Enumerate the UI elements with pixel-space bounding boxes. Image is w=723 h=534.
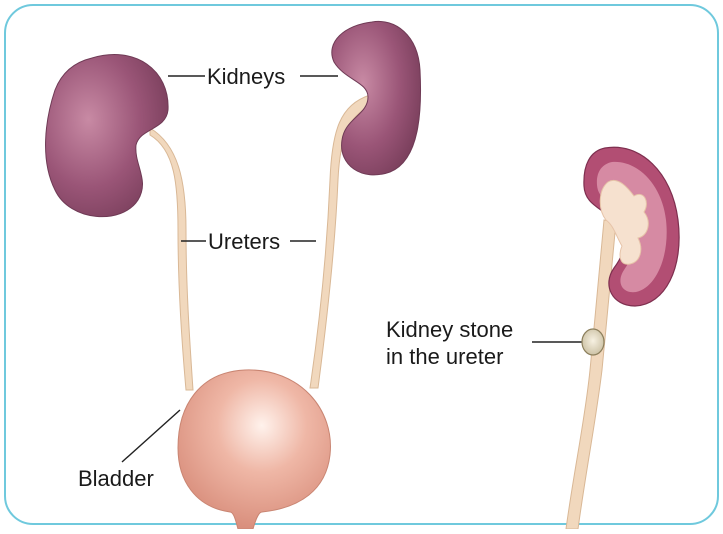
kidney-stone-label-line1: Kidney stone <box>386 316 513 343</box>
ureters-label: Ureters <box>208 229 280 255</box>
kidney-stone <box>582 329 604 355</box>
kidney-stone-label-line2: in the ureter <box>386 343 513 370</box>
bladder-label: Bladder <box>78 466 154 492</box>
kidney-stone-label: Kidney stone in the ureter <box>386 316 513 370</box>
kidneys-label: Kidneys <box>207 64 285 90</box>
